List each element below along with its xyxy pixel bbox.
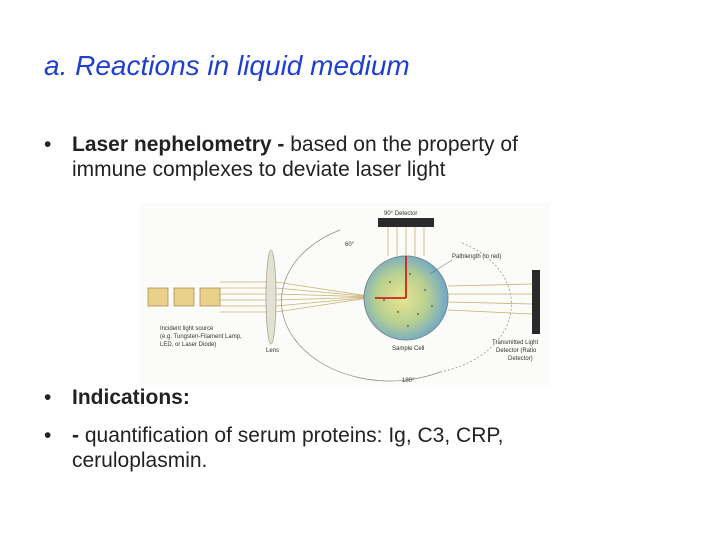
detector-transmitted bbox=[532, 270, 540, 334]
label-angle-60: 60° bbox=[345, 242, 355, 248]
label-lens: Lens bbox=[266, 348, 279, 354]
particles bbox=[382, 272, 434, 328]
label-transmitted-1: Transmitted Light bbox=[492, 340, 538, 346]
bullet-description-line2: immune complexes to deviate laser light bbox=[72, 158, 446, 181]
bullet-text: Laser nephelometry - based on the proper… bbox=[72, 132, 518, 182]
angle-arc bbox=[281, 229, 441, 382]
converging-rays bbox=[275, 281, 376, 313]
pathlength-leader bbox=[429, 259, 453, 275]
bullet-description-line2: ceruloplasmin. bbox=[72, 449, 208, 472]
label-source-2: (e.g. Tungsten-Filament Lamp, bbox=[160, 334, 242, 340]
bullet-description: quantification of serum proteins: Ig, C3… bbox=[79, 424, 504, 447]
nephelometer-svg: 90° Detector 60° Pathlength (in red) Inc… bbox=[147, 211, 540, 384]
label-detector-top: 90° Detector bbox=[384, 211, 417, 217]
lamp-block-3 bbox=[199, 287, 221, 307]
label-source-1: Incident light source bbox=[160, 326, 214, 332]
label-source-3: LED, or Laser Diode) bbox=[160, 342, 216, 348]
slide-title: a. Reactions in liquid medium bbox=[44, 50, 410, 81]
bullet-symbol: • bbox=[44, 133, 52, 156]
bullet-heading: Indications: bbox=[72, 386, 190, 409]
label-angle-180: 180° bbox=[402, 378, 415, 384]
bullet-symbol: • bbox=[44, 424, 52, 447]
bullet-symbol: • bbox=[44, 386, 52, 409]
label-transmitted-3: Detector) bbox=[508, 356, 533, 362]
nephelometer-diagram: 90° Detector 60° Pathlength (in red) Inc… bbox=[140, 202, 550, 387]
lens bbox=[265, 249, 277, 345]
detector-90 bbox=[378, 218, 434, 227]
incident-rays bbox=[220, 281, 268, 313]
bullet-text: - quantification of serum proteins: Ig, … bbox=[72, 423, 504, 473]
label-sample-cell: Sample Cell bbox=[392, 346, 424, 352]
bullet-term: Laser nephelometry - bbox=[72, 133, 285, 156]
bullet-description: based on the property of bbox=[284, 133, 518, 156]
scattered-rays-up bbox=[387, 226, 425, 256]
bullet-dash: - bbox=[72, 424, 79, 447]
label-pathlength: Pathlength (in red) bbox=[452, 254, 501, 260]
label-transmitted-2: Detector (Ratio bbox=[496, 348, 537, 354]
lamp-block-2 bbox=[173, 287, 195, 307]
transmitted-rays bbox=[447, 283, 533, 315]
lamp-block-1 bbox=[147, 287, 169, 307]
